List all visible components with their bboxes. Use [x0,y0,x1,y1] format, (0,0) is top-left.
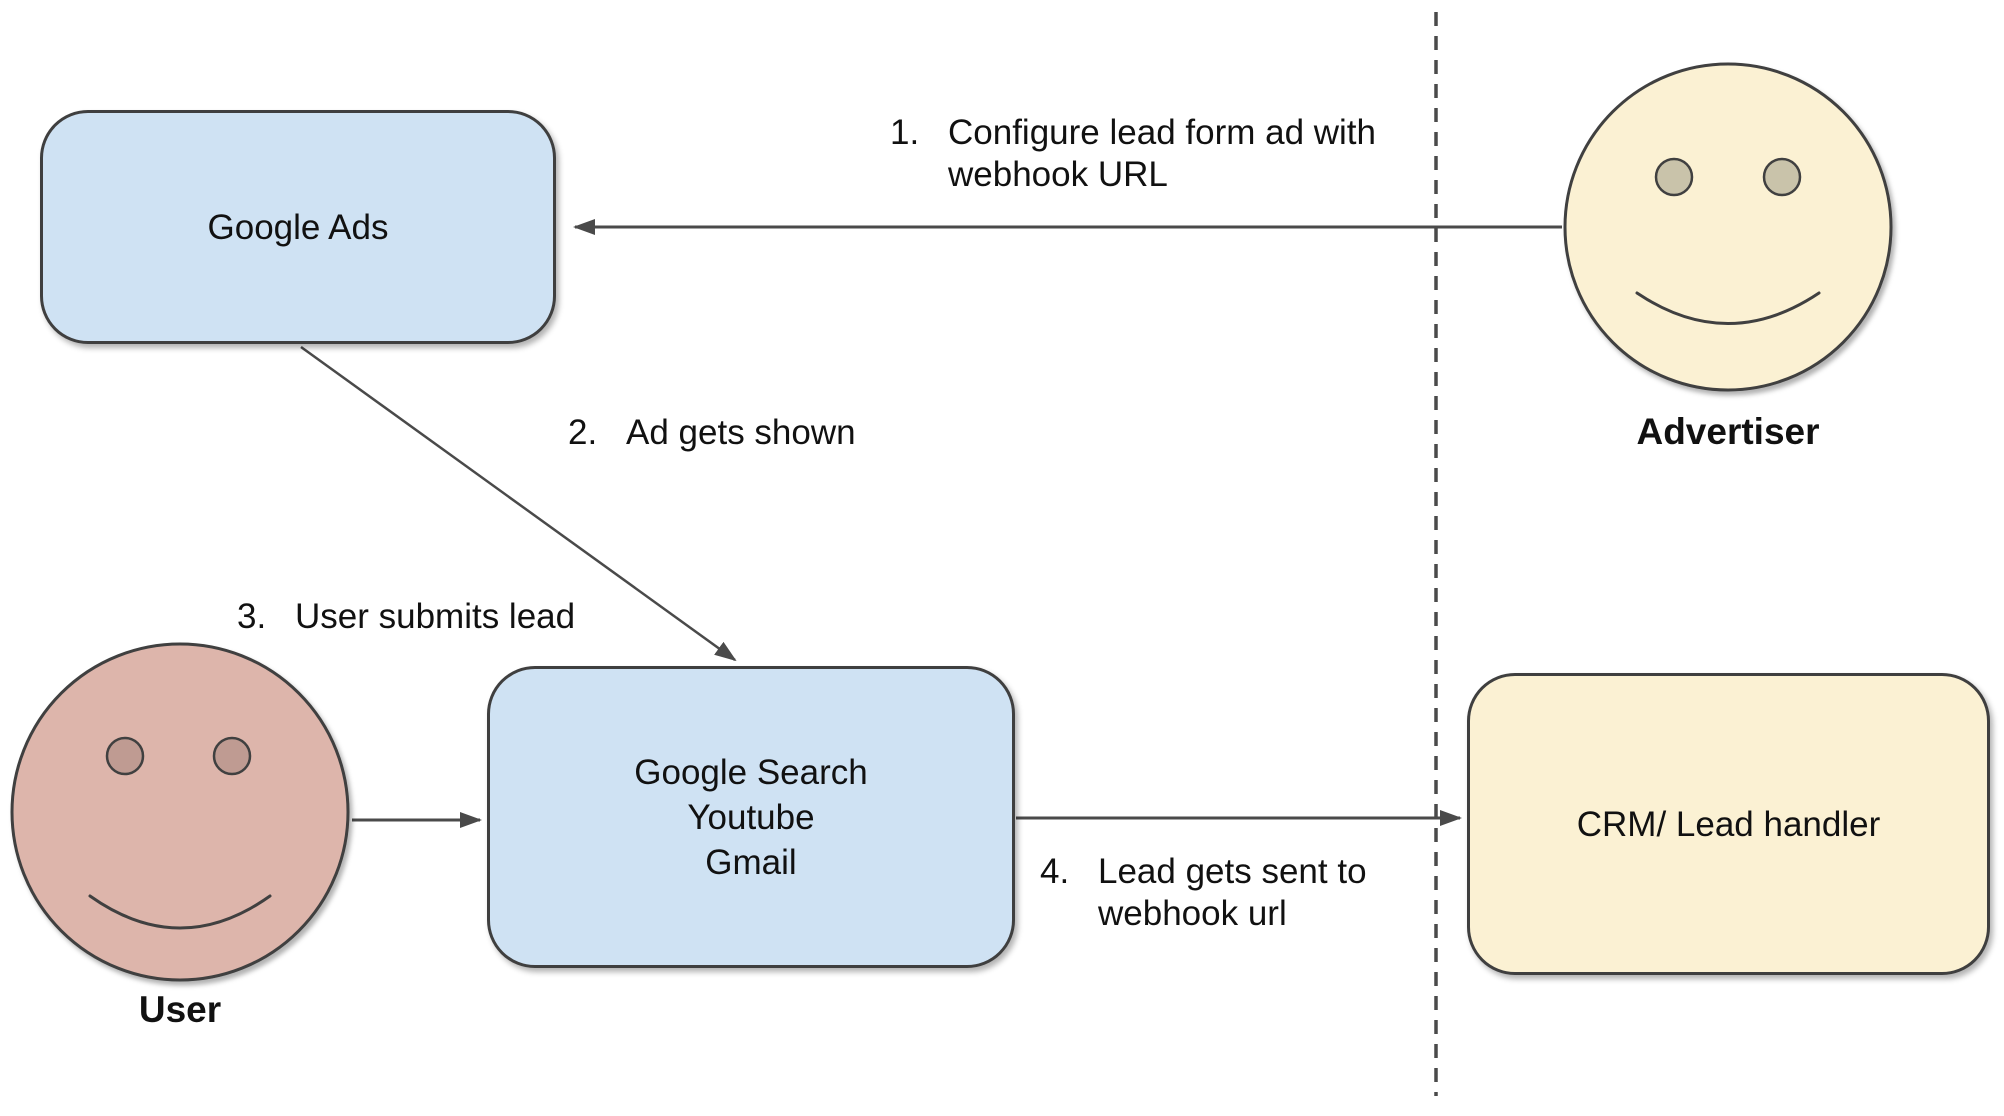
arrow-google-ads-to-surfaces [300,345,737,662]
node-google-ads-label: Google Ads [207,207,389,247]
user-left-eye [105,736,145,776]
step-2-label: 2. Ad gets shown [568,412,856,454]
step-4-text-line1: Lead gets sent to [1098,852,1367,891]
step-1-text-line2: webhook URL [948,155,1168,194]
step-1-text-line1: Configure lead form ad with [948,113,1376,152]
node-google-surfaces: Google Search Youtube Gmail [487,666,1015,968]
advertiser-head [1563,62,1893,392]
advertiser-left-eye [1654,157,1694,197]
node-google-surfaces-line1: Google Search [634,752,868,792]
node-google-surfaces-line3: Gmail [705,842,797,882]
user-head [10,642,350,982]
step-1-label: 1. Configure lead form ad with webhook U… [890,112,1376,196]
step-4-text-line2: webhook url [1098,894,1287,933]
step-1-number: 1. [890,113,920,152]
advertiser-label: Advertiser [1636,411,1820,452]
user-right-eye [212,736,252,776]
node-google-surfaces-line2: Youtube [687,797,815,837]
user-face-icon [10,642,350,982]
advertiser-face-icon [1563,62,1893,392]
step-3-label: 3. User submits lead [237,596,575,638]
node-crm-label: CRM/ Lead handler [1576,804,1881,844]
step-3-text-line1: User submits lead [295,597,576,636]
step-2-text-line1: Ad gets shown [626,413,856,452]
step-4-label: 4. Lead gets sent to webhook url [1040,851,1367,935]
step-4-number: 4. [1040,852,1070,891]
node-google-ads: Google Ads [40,110,556,344]
advertiser-right-eye [1762,157,1802,197]
user-smile [88,894,272,930]
user-label: User [138,989,222,1030]
node-crm-lead-handler: CRM/ Lead handler [1467,673,1990,975]
advertiser-smile [1635,291,1821,325]
step-2-number: 2. [568,413,598,452]
step-3-number: 3. [237,597,267,636]
